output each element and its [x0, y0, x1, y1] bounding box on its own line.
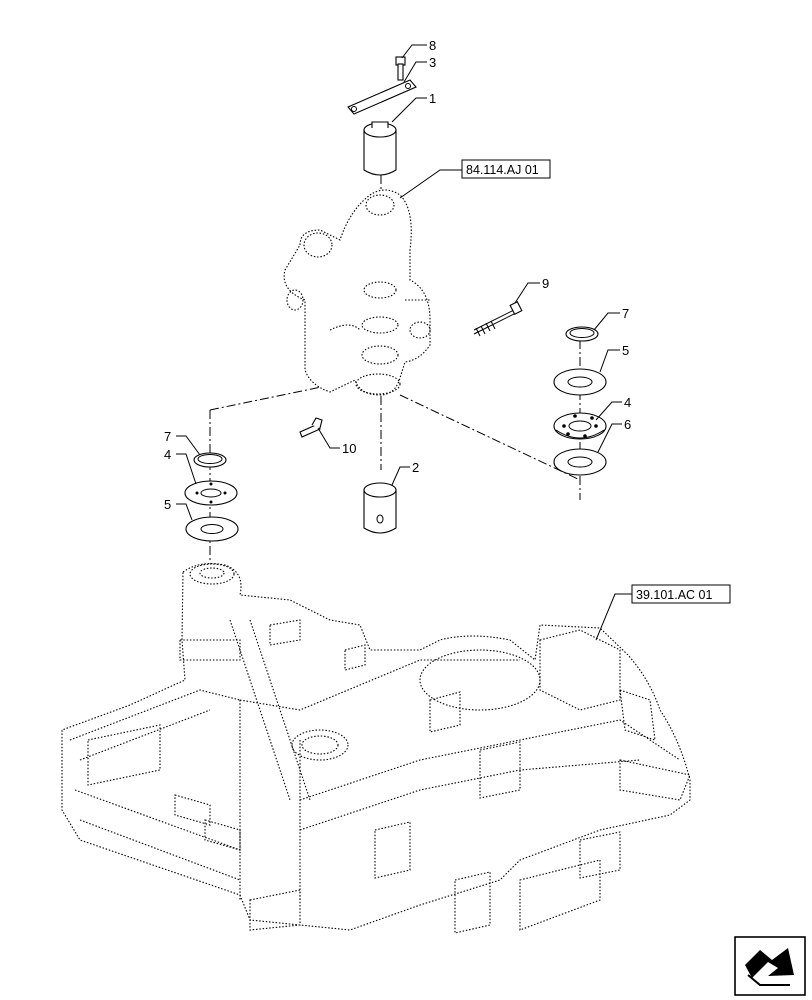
callout-7-left: 7 [164, 429, 171, 444]
callout-3: 3 [429, 55, 436, 70]
callout-9: 9 [542, 276, 549, 291]
callout-5-right: 5 [622, 343, 629, 358]
callout-8: 8 [429, 38, 436, 53]
left-shim-5 [185, 516, 239, 542]
long-bolt-9 [473, 300, 523, 337]
callout-7-right: 7 [622, 306, 629, 321]
reference-box-bracket[interactable]: 84.114.AJ 01 [461, 159, 551, 179]
main-frame [61, 563, 691, 934]
callout-2: 2 [412, 460, 419, 475]
left-plate-4 [184, 480, 238, 506]
reference-box-frame[interactable]: 39.101.AC 01 [631, 584, 731, 604]
pin-1 [363, 121, 397, 176]
callout-10: 10 [342, 441, 356, 456]
leader-lines [176, 44, 632, 641]
right-oring-7 [565, 326, 599, 342]
swing-bracket [283, 189, 431, 396]
retaining-plate-3 [347, 79, 417, 115]
callout-4-left: 4 [164, 447, 171, 462]
reference-label-frame: 39.101.AC 01 [636, 588, 712, 602]
callout-5-left: 5 [164, 497, 171, 512]
bolt-10 [299, 417, 323, 438]
callout-1: 1 [429, 91, 436, 106]
left-oring-7 [193, 452, 227, 468]
right-shim-5 [553, 368, 607, 396]
reference-label-bracket: 84.114.AJ 01 [466, 163, 539, 177]
right-plate-4 [553, 412, 607, 440]
pin-2 [363, 482, 397, 534]
callout-4-right: 4 [624, 395, 631, 410]
bolt-8 [395, 56, 406, 81]
next-page-arrow-icon[interactable] [734, 936, 806, 996]
callout-labels: 8 3 1 9 7 5 4 6 7 4 5 10 2 [164, 38, 631, 512]
right-shim-6 [553, 448, 607, 476]
callout-6-right: 6 [624, 417, 631, 432]
